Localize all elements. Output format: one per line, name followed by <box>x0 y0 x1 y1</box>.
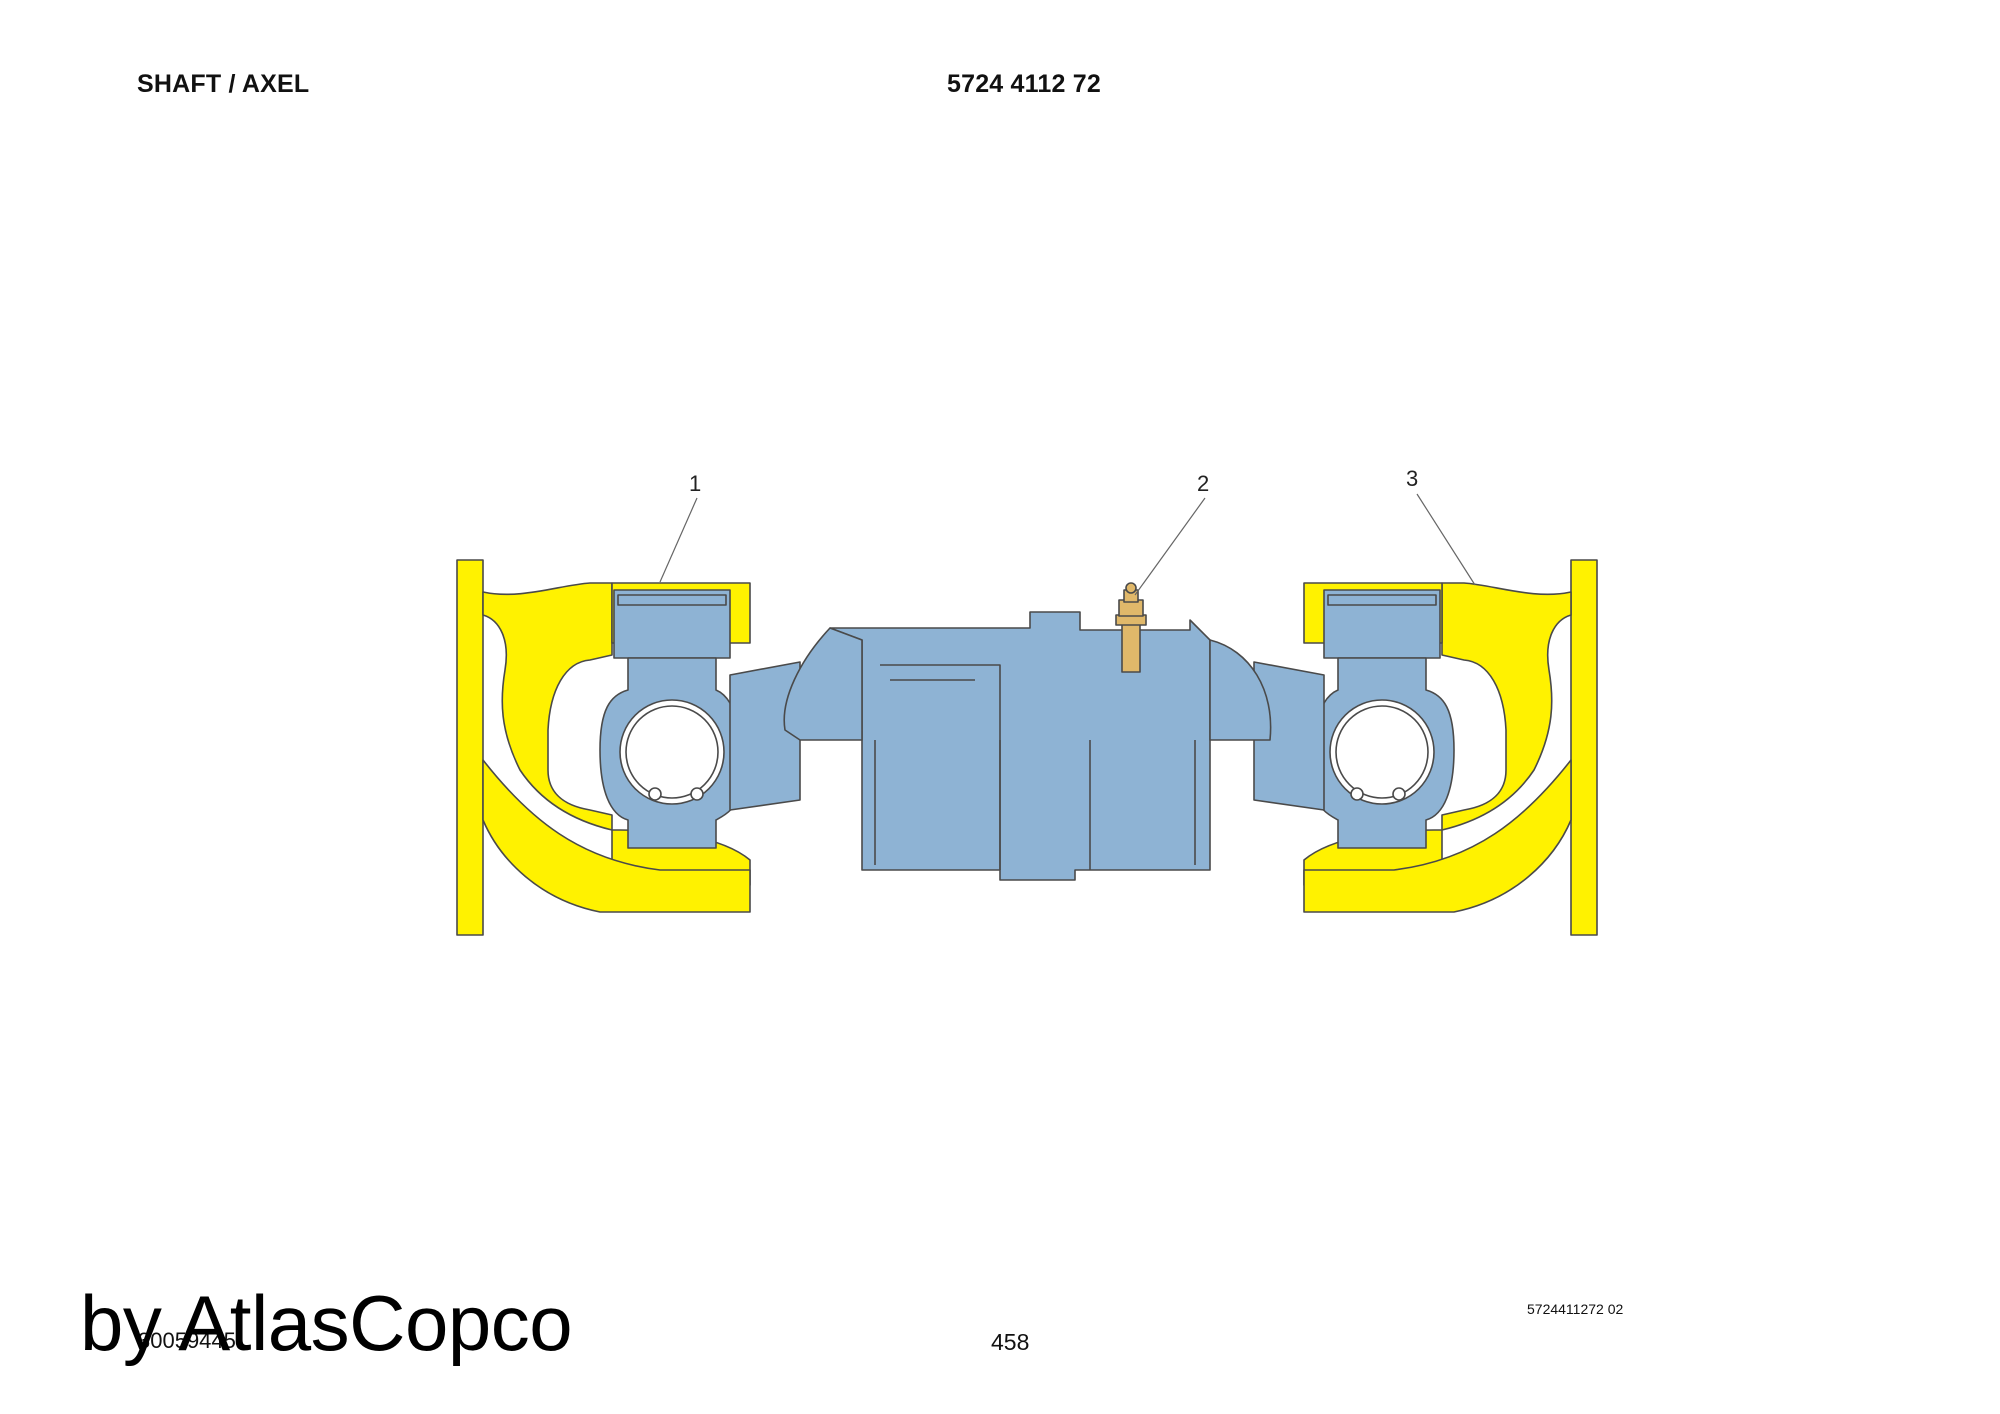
callout-leaders <box>659 493 1476 596</box>
callout-3: 3 <box>1406 466 1418 491</box>
callout-2: 2 <box>1197 471 1209 496</box>
part-number: 5724 4112 72 <box>947 70 1101 98</box>
left-cross-bearing <box>599 589 743 849</box>
page-number: 458 <box>991 1329 1030 1355</box>
document-id: 30059445 <box>138 1328 236 1353</box>
drawing-reference: 5724411272 02 <box>1527 1301 1624 1317</box>
right-cross-bearing <box>1311 589 1455 849</box>
callout-1: 1 <box>689 471 701 496</box>
watermark-text: by AtlasCopco <box>80 1279 573 1367</box>
shaft-body <box>729 611 1325 881</box>
page-title: SHAFT / AXEL <box>137 70 310 98</box>
grease-nipple <box>1115 582 1147 673</box>
